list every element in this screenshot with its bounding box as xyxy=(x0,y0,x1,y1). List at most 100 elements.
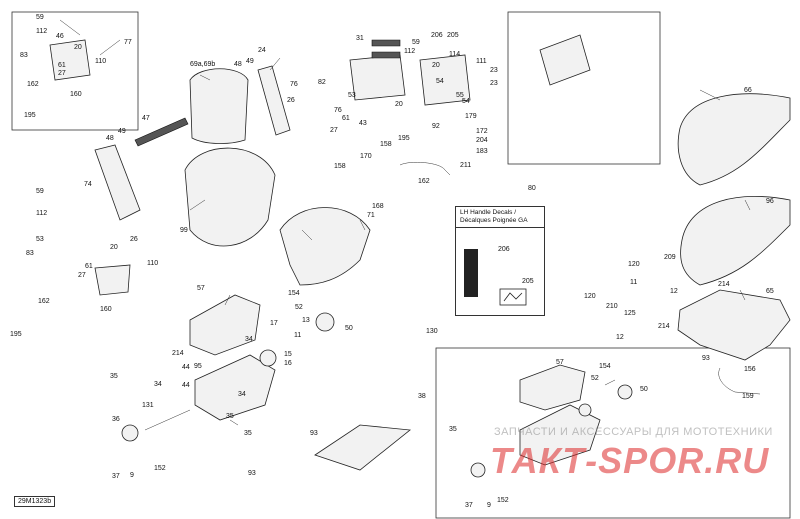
decal-label-206: 206 xyxy=(498,246,510,253)
part-callout-162: 162 xyxy=(38,298,50,305)
decal-illustrations: 206 205 xyxy=(464,246,534,306)
cargo-rack-38 xyxy=(314,424,412,471)
part-callout-112: 112 xyxy=(36,210,47,217)
part-callout-205: 205 xyxy=(447,32,459,39)
part-callout-120: 120 xyxy=(584,293,596,300)
part-callout-120: 120 xyxy=(628,261,640,268)
part-callout-61: 61 xyxy=(342,115,350,122)
part-callout-65: 65 xyxy=(766,288,774,295)
part-callout-69a-69b: 69a,69b xyxy=(190,61,215,68)
part-callout-44: 44 xyxy=(182,382,190,389)
part-callout-48: 48 xyxy=(234,61,242,68)
handle-grip-111 xyxy=(419,54,471,106)
part-callout-162: 162 xyxy=(27,81,39,88)
part-callout-112: 112 xyxy=(36,28,47,35)
part-callout-214: 214 xyxy=(172,350,184,357)
part-callout-35: 35 xyxy=(449,426,457,433)
part-callout-49: 49 xyxy=(118,128,126,135)
part-callout-152: 152 xyxy=(497,497,509,504)
part-callout-47: 47 xyxy=(142,115,150,122)
inset-80-handle xyxy=(539,34,591,86)
part-callout-27: 27 xyxy=(78,272,86,279)
part-callout-55: 55 xyxy=(456,92,464,99)
part-callout-162: 162 xyxy=(418,178,430,185)
part-callout-12: 12 xyxy=(616,334,624,341)
inset-rack-frame xyxy=(519,364,586,411)
part-callout-54: 54 xyxy=(436,78,444,85)
inset-roller-50 xyxy=(617,384,633,400)
part-callout-158: 158 xyxy=(380,141,392,148)
bracket-74 xyxy=(94,144,141,221)
part-callout-49: 49 xyxy=(246,58,254,65)
part-callout-114: 114 xyxy=(449,51,460,58)
drawing-id: 29M1323b xyxy=(14,496,56,507)
part-callout-125: 125 xyxy=(624,310,636,317)
cable-162 xyxy=(399,162,451,176)
part-callout-13: 13 xyxy=(302,317,310,324)
part-callout-131: 131 xyxy=(142,402,154,409)
part-callout-20: 20 xyxy=(74,44,82,51)
part-callout-23: 23 xyxy=(490,67,498,74)
knob-152 xyxy=(121,424,139,442)
grip-112-a xyxy=(371,51,401,59)
watermark-logo: ТАКТ-SPOR.RU xyxy=(490,440,770,481)
inset-frame-77 xyxy=(11,11,139,131)
part-callout-93: 93 xyxy=(310,430,318,437)
part-callout-35: 35 xyxy=(226,413,234,420)
part-callout-93: 93 xyxy=(248,470,256,477)
part-callout-20: 20 xyxy=(395,101,403,108)
decal-title-line2: Décalques Poignée GA xyxy=(460,217,528,224)
part-callout-110: 110 xyxy=(147,260,158,267)
part-callout-195: 195 xyxy=(398,135,410,142)
part-callout-24: 24 xyxy=(258,47,266,54)
part-callout-61: 61 xyxy=(85,263,93,270)
part-callout-96: 96 xyxy=(766,198,774,205)
part-callout-93: 93 xyxy=(702,355,710,362)
part-callout-168: 168 xyxy=(372,203,384,210)
inset-callout-130: 130 xyxy=(426,328,438,335)
seat-base-65 xyxy=(677,289,791,361)
part-callout-26: 26 xyxy=(287,97,295,104)
part-callout-34: 34 xyxy=(238,391,246,398)
part-callout-53: 53 xyxy=(36,236,44,243)
roller-50 xyxy=(315,312,335,332)
seat-cushion-96 xyxy=(680,196,791,286)
part-callout-206: 206 xyxy=(431,32,443,39)
lh-handle-decals-panel: LH Handle Decals / Décalques Poignée GA … xyxy=(455,206,545,316)
part-callout-154: 154 xyxy=(599,363,611,370)
part-callout-214: 214 xyxy=(658,323,670,330)
part-callout-57: 57 xyxy=(197,285,205,292)
part-callout-99: 99 xyxy=(180,227,188,234)
part-callout-83: 83 xyxy=(26,250,34,257)
handle-bar-31 xyxy=(349,54,406,101)
part-callout-53: 53 xyxy=(348,92,356,99)
bracket-assembly-44 xyxy=(194,354,276,421)
part-callout-34: 34 xyxy=(245,336,253,343)
grip-59-a xyxy=(371,39,401,47)
part-callout-9: 9 xyxy=(487,502,491,509)
decal-205-image xyxy=(499,288,527,306)
part-callout-76: 76 xyxy=(334,107,342,114)
rod-47 xyxy=(134,117,189,147)
part-callout-74: 74 xyxy=(84,181,92,188)
part-callout-209: 209 xyxy=(664,254,676,261)
part-callout-211: 211 xyxy=(460,162,471,169)
part-callout-31: 31 xyxy=(356,35,364,42)
part-callout-159: 159 xyxy=(742,393,754,400)
part-callout-52: 52 xyxy=(591,375,599,382)
part-callout-160: 160 xyxy=(70,91,82,98)
part-callout-179: 179 xyxy=(465,113,477,120)
part-callout-20: 20 xyxy=(110,244,118,251)
decal-panel-title: LH Handle Decals / Décalques Poignée GA xyxy=(456,207,544,228)
part-callout-66: 66 xyxy=(744,87,752,94)
inset-77-handle xyxy=(49,39,91,81)
inset-callout-80: 80 xyxy=(528,185,536,192)
part-callout-170: 170 xyxy=(360,153,372,160)
part-callout-57: 57 xyxy=(556,359,564,366)
part-callout-204: 204 xyxy=(476,137,488,144)
decal-205-pictogram xyxy=(503,292,523,302)
part-callout-54: 54 xyxy=(462,98,470,105)
callout-lines xyxy=(59,19,751,426)
part-callout-95: 95 xyxy=(194,363,202,370)
